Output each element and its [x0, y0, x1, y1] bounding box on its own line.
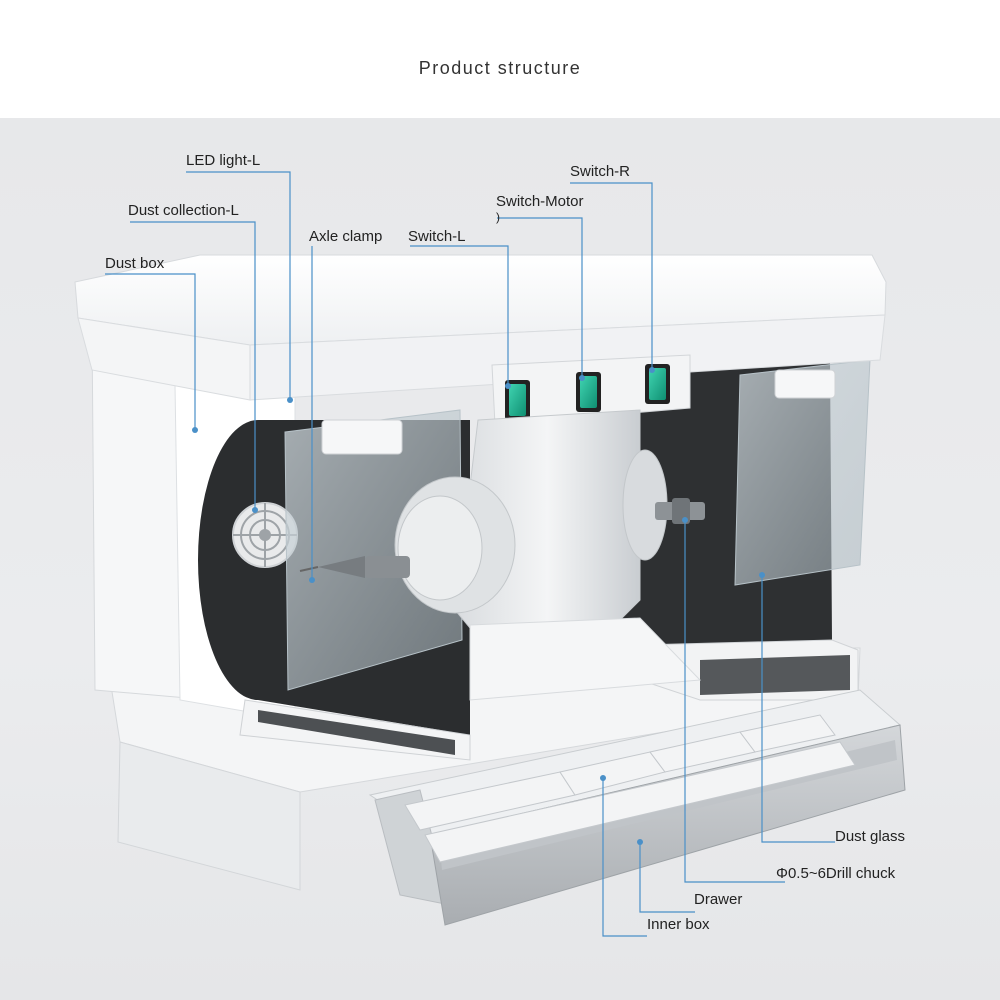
left-glass-shield: [284, 409, 463, 691]
callout-dust-collection-l: Dust collection-L: [128, 202, 239, 219]
switch-panel: [491, 354, 691, 426]
page-title: Product structure: [418, 58, 582, 78]
callout-dust-box: Dust box: [105, 255, 165, 272]
motor-block: [394, 409, 668, 641]
left-spindle: [299, 556, 410, 578]
callout-dust-glass: Dust glass: [835, 828, 906, 845]
callout-switch-motor: Switch-Motor: [496, 193, 584, 210]
callout-switch-r: Switch-R: [570, 163, 631, 180]
left-glass-hinge: [321, 419, 403, 455]
callout-switch-motor-mark: ): [496, 210, 500, 224]
callout-axle-clamp: Axle clamp: [309, 228, 383, 245]
top-cover: [74, 254, 887, 401]
switch-right-rocker: [649, 368, 666, 400]
leader-lines: [105, 171, 835, 937]
callout-drill-chuck: Φ0.5~6Drill chuck: [776, 865, 896, 882]
drawer[interactable]: [368, 689, 906, 926]
callout-drawer: Drawer: [694, 891, 743, 908]
callout-led-light-l: LED light-L: [186, 152, 261, 169]
right-glass-hinge: [774, 369, 836, 399]
machine-illustration: [74, 171, 906, 937]
switch-left-rocker: [509, 384, 526, 416]
right-glass-shield: [734, 359, 871, 586]
leader-dots: [192, 367, 765, 845]
product-photo: LED light-L Dust collection-L Dust box A…: [0, 118, 1000, 1000]
inner-box: [404, 714, 856, 863]
callout-inner-box: Inner box: [647, 916, 710, 933]
callout-switch-l: Switch-L: [408, 228, 466, 245]
switch-motor-rocker: [580, 376, 597, 408]
center-tray: [469, 617, 702, 701]
